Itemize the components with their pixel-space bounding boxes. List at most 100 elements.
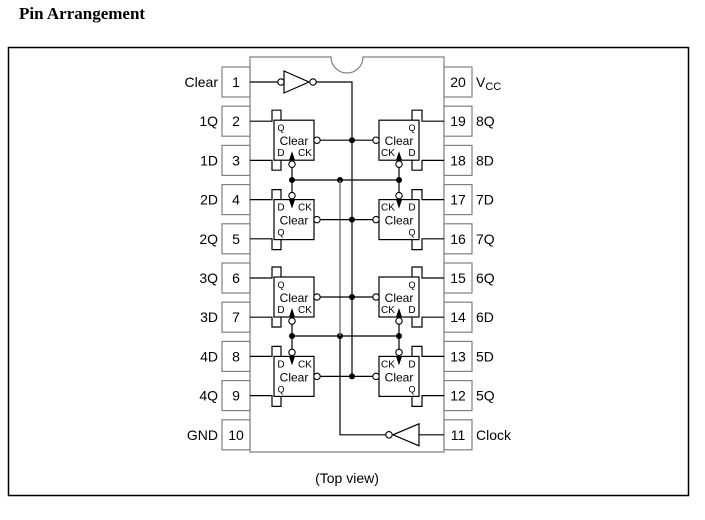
pin-name: 1D — [200, 152, 218, 168]
pin-box — [443, 144, 473, 176]
junction-dot — [289, 333, 295, 339]
q-label: Q — [277, 280, 284, 290]
pin-box — [221, 184, 251, 216]
q-output-wire — [250, 266, 282, 279]
flip-flop-box — [273, 276, 315, 318]
pin-number: 18 — [450, 152, 466, 168]
q-output-wire — [250, 395, 282, 407]
pin-19: 19 8Q — [443, 105, 495, 137]
inversion-bubble — [277, 78, 285, 86]
pin-box — [443, 223, 473, 255]
clear-label: Clear — [280, 291, 309, 305]
pin-box — [443, 419, 473, 451]
pin-name: 2D — [200, 192, 218, 208]
pin-box — [443, 340, 473, 372]
clear-label: Clear — [385, 291, 414, 305]
d-label: D — [277, 203, 284, 214]
pin-box — [221, 419, 251, 451]
ck-label: CK — [381, 148, 395, 159]
pin-name: 1Q — [199, 113, 218, 129]
q-label: Q — [408, 123, 415, 133]
junction-dot — [289, 177, 295, 183]
pin-number: 7 — [232, 309, 240, 325]
q-label: Q — [408, 384, 415, 394]
clear-label: Clear — [280, 134, 309, 148]
pin-name: Clear — [185, 74, 219, 90]
pin-name: 5D — [476, 348, 494, 364]
pin-name: 8Q — [476, 113, 495, 129]
inversion-bubble — [313, 215, 321, 224]
pin-9: 94Q — [199, 380, 251, 412]
pin-number: 14 — [450, 309, 466, 325]
clock-edge-arrow — [396, 151, 402, 161]
pin-name: 4Q — [199, 388, 218, 404]
pin-name: 5Q — [476, 388, 495, 404]
inversion-bubble — [288, 317, 296, 325]
d-label: D — [277, 305, 284, 316]
pin-number: 10 — [228, 427, 244, 443]
clock-edge-arrow — [396, 199, 402, 209]
pin-number: 1 — [232, 74, 240, 90]
inversion-bubble — [372, 215, 380, 224]
pin-number: 3 — [232, 152, 240, 168]
d-label: D — [408, 203, 415, 214]
clear-bus — [316, 81, 353, 376]
q-output-wire — [411, 395, 444, 407]
pin-number: 20 — [450, 74, 466, 90]
pin-name: VCC — [476, 74, 501, 93]
junction-dot — [396, 177, 402, 183]
clear-label: Clear — [280, 370, 309, 384]
d-label: D — [408, 305, 415, 316]
ck-label: CK — [298, 359, 312, 370]
pin-number: 19 — [450, 113, 466, 129]
clear-label: Clear — [385, 214, 414, 228]
pin-name: 3Q — [199, 270, 218, 286]
ck-label: CK — [298, 305, 312, 316]
q-label: Q — [277, 123, 284, 133]
d-label: D — [408, 148, 415, 159]
pin-name: Clock — [476, 427, 512, 443]
pin-box — [221, 105, 251, 137]
pin-number: 5 — [232, 231, 240, 247]
pin-box — [221, 301, 251, 333]
ic-body — [249, 56, 445, 453]
pin-box — [443, 262, 473, 294]
pin-number: 12 — [450, 388, 466, 404]
q-output-wire — [411, 109, 444, 122]
d-input-wire — [250, 159, 282, 171]
pin-number: 4 — [232, 192, 240, 208]
d-input-wire — [250, 345, 282, 357]
q-label: Q — [277, 384, 284, 394]
pin-11: 11 Clock — [443, 419, 512, 451]
pin-box — [443, 105, 473, 137]
internal-wiring — [250, 70, 444, 447]
d-input-wire — [411, 189, 444, 201]
inversion-bubble — [313, 372, 321, 381]
inversion-bubble — [395, 160, 403, 168]
pin-12: 12 5Q — [443, 380, 495, 412]
d-input-wire — [250, 316, 282, 328]
pin-4: 4 2D — [200, 184, 251, 216]
clock-edge-arrow — [289, 356, 295, 366]
inversion-bubble — [288, 348, 296, 357]
figure-frame — [7, 46, 690, 497]
inversion-bubble — [385, 431, 393, 439]
pin-name: 3D — [200, 309, 218, 325]
pin-number: 11 — [451, 427, 466, 443]
clear-label: Clear — [385, 370, 414, 384]
ck-label: CK — [381, 305, 395, 316]
d-input-wire — [411, 159, 444, 171]
pin-name-subscript: CC — [485, 81, 501, 93]
pin-box — [221, 223, 251, 255]
pin-8: 84D — [200, 340, 251, 372]
section-title: Pin Arrangement — [19, 4, 146, 23]
